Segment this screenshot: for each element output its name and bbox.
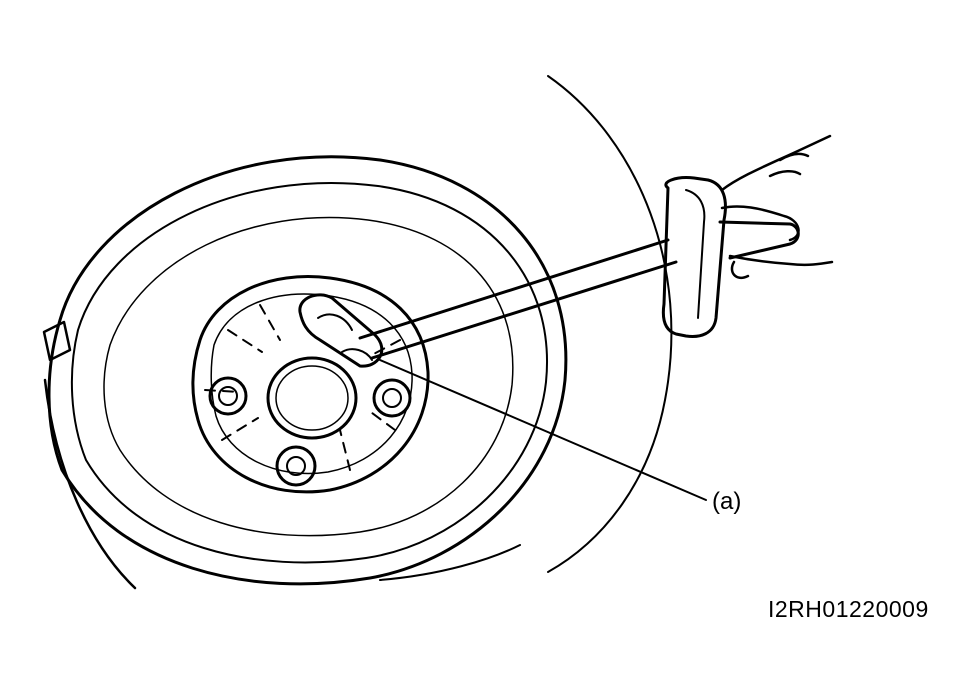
wrench-socket [298,293,384,368]
handle-grip [718,220,800,260]
t-handle-bar [661,176,727,338]
wrench-shaft-lower [370,260,678,360]
valve-clip [42,320,72,362]
lower-tire-sweep-2 [379,544,521,581]
wheel-nut-left [208,376,248,416]
lower-tire-sweep [43,378,137,590]
figure-id: I2RH01220009 [768,596,929,622]
tire-outer-arc [547,75,673,573]
hub-ribs [204,304,401,471]
center-bore [266,356,358,440]
wheel-nut-right [372,378,412,418]
t-handle-bar-inner [685,189,706,319]
hub-plate [191,275,430,494]
hand [720,134,834,279]
hub-plate-inner [210,293,413,475]
center-bore-inner [275,365,349,431]
wheel-rim-inner [70,182,548,564]
callout-label-a: (a) [712,488,742,515]
wheel-nut-bottom [275,445,317,487]
wheel-bead [103,216,514,537]
callout-leader [379,359,707,501]
wrench-shaft [358,238,670,340]
wheel-rim-outer [47,155,568,586]
